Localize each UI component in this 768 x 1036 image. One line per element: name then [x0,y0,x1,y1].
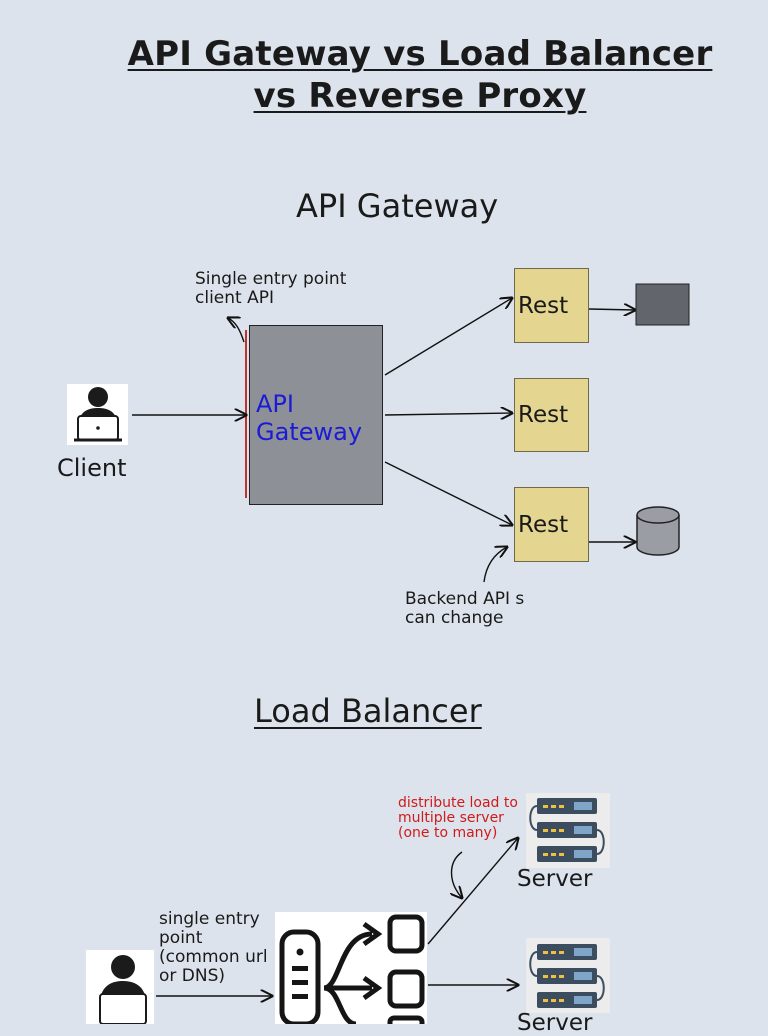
database-icon [636,506,680,556]
single-entry-note: single entry point (common url or DNS) [159,909,268,986]
distribute-note-arrow [452,851,463,898]
gateway-to-rest-2-arrow [384,413,512,415]
rest-service-1-label: Rest [518,292,569,319]
rest-service-2-label: Rest [518,402,569,428]
load-balancer-heading: Load Balancer [254,692,482,730]
page-title-line-1: API Gateway vs Load Balancer [127,34,713,74]
client-person-icon [67,384,128,445]
server-label-1: Server [517,866,593,892]
server-label-2: Server [517,1010,593,1036]
gateway-to-rest-1-arrow [384,298,512,376]
api-gateway-label: API Gateway [256,390,363,446]
storage-box [635,283,690,326]
api-gateway-box [249,325,383,505]
rest-service-1: Rest [514,268,589,343]
server-rack-icon-1 [526,793,610,868]
backend-note-arrow [483,547,507,583]
rest-service-2: Rest [514,378,589,452]
api-gateway-heading: API Gateway [296,187,499,225]
entry-point-note: Single entry point client API [195,269,347,308]
gateway-to-rest-3-arrow [384,461,512,525]
page-title-line-2: vs Reverse Proxy [253,76,587,116]
client-label: Client [57,454,127,482]
load-balancer-icon [275,912,427,1024]
rest-service-3: Rest [514,487,589,562]
server-rack-icon-2 [526,938,610,1013]
lb-client-person-icon [86,950,154,1024]
rest-service-3-label: Rest [518,511,569,538]
lb-to-server-1-arrow [427,838,518,945]
rest-1-to-box-arrow [588,309,635,310]
entry-note-arrow [228,318,245,343]
backend-change-note: Backend API s can change [405,589,525,628]
distribute-load-note: distribute load to multiple server (one … [398,795,518,841]
